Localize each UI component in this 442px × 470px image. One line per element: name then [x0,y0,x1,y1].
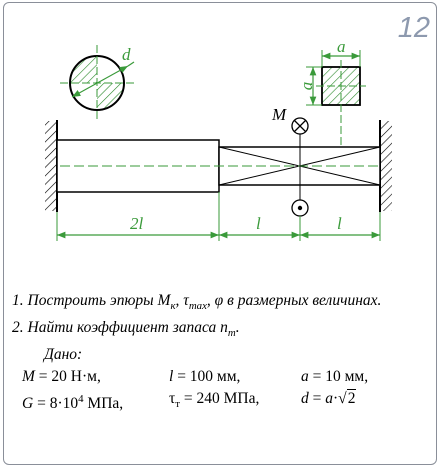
dim-left-label: 2l [130,214,144,233]
torque-moment [291,117,309,217]
square-side-label-side: a [297,82,316,91]
right-wall-support [379,120,392,212]
dim-right-label: l [337,214,342,233]
given-row-1: M = 20 Н·м, l = 100 мм, a = 10 мм, [22,368,369,386]
square-side-label-top: a [337,37,346,56]
diameter-label: d [122,45,131,64]
circular-section [60,45,135,121]
task-item-2: 2. Найти коэффициент запаса nт. [12,319,240,340]
task-item-1: 1. Построить эпюры Mк, τmax, φ в размерн… [12,292,382,313]
moment-label: M [271,105,287,124]
task-card-frame [3,2,437,465]
given-row-2: G = 8·104 МПа, τт = 240 МПа, d = a·√2 [22,389,357,413]
square-section [306,50,366,150]
task-text: 1. Построить эпюры Mк, τmax, φ в размерн… [12,290,430,415]
left-wall-support [45,120,58,212]
length-dimensions [56,192,381,241]
card-number: 12 [397,12,430,44]
dim-middle-label: l [256,214,261,233]
given-title: Дано: [44,346,83,364]
shaft-diagram: d a a M [45,37,392,241]
